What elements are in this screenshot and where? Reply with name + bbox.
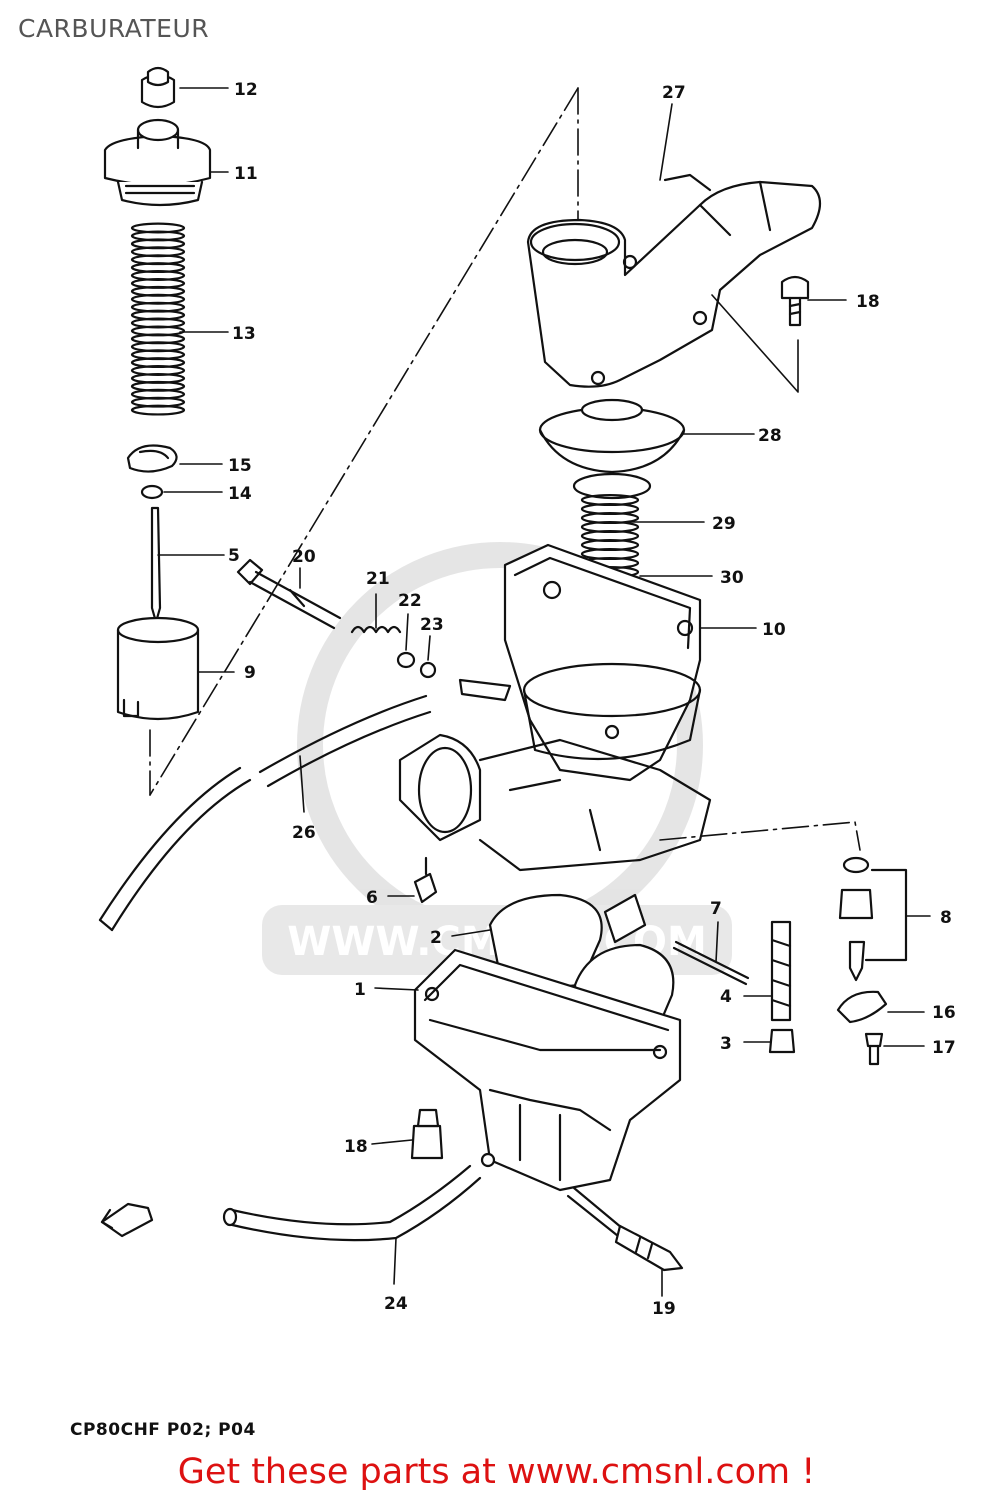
label-1[interactable]: 1: [354, 980, 366, 1000]
model-code: CP80CHF P02; P04: [70, 1420, 256, 1440]
label-23[interactable]: 23: [420, 615, 444, 635]
part-22-washer[interactable]: [396, 651, 416, 669]
part-24-drain-hose[interactable]: [222, 1152, 496, 1242]
label-30[interactable]: 30: [720, 568, 744, 588]
label-4[interactable]: 4: [720, 987, 732, 1007]
part-16-clip[interactable]: [836, 990, 888, 1024]
label-29[interactable]: 29: [712, 514, 736, 534]
label-21[interactable]: 21: [366, 569, 390, 589]
spring-coil: [130, 404, 186, 416]
label-20[interactable]: 20: [292, 547, 316, 567]
part-26-hose[interactable]: [98, 694, 432, 932]
part-29-inner-spring[interactable]: [572, 472, 652, 500]
label-7[interactable]: 7: [710, 899, 722, 919]
label-9[interactable]: 9: [244, 663, 256, 683]
part-5-needle[interactable]: [150, 506, 162, 624]
label-17[interactable]: 17: [932, 1038, 956, 1058]
label-15[interactable]: 15: [228, 456, 252, 476]
part-18-screw-upper[interactable]: [780, 275, 810, 327]
part-9-throttle-valve[interactable]: [116, 616, 200, 721]
label-3[interactable]: 3: [720, 1034, 732, 1054]
assembly-guide-lines: [149, 87, 861, 851]
part-13-spring[interactable]: [130, 222, 186, 416]
part-28-diaphragm[interactable]: [538, 398, 686, 474]
part-11-top-cap[interactable]: [103, 118, 212, 207]
part-labels: 12 11 13 15 14 5 20 21 22 23 9 26 27 18 …: [228, 80, 956, 1319]
leader-lines: [157, 87, 931, 1297]
part-12-cap[interactable]: [140, 66, 176, 109]
label-16[interactable]: 16: [932, 1003, 956, 1023]
label-10[interactable]: 10: [762, 620, 786, 640]
part-10-carb-body[interactable]: [398, 543, 712, 872]
diagram-title: CARBURATEUR: [18, 14, 210, 43]
label-28[interactable]: 28: [758, 426, 782, 446]
label-24[interactable]: 24: [384, 1294, 408, 1314]
guide-18-upper: [711, 294, 799, 393]
parts-link-banner[interactable]: Get these parts at www.cmsnl.com !: [177, 1452, 816, 1492]
label-14[interactable]: 14: [228, 484, 252, 504]
label-18-lower[interactable]: 18: [344, 1137, 368, 1157]
label-6[interactable]: 6: [366, 888, 378, 908]
fwd-arrow-icon: [100, 1202, 154, 1238]
label-12[interactable]: 12: [234, 80, 258, 100]
part-17-screw[interactable]: [864, 1032, 884, 1066]
part-21-small-spring[interactable]: [350, 625, 402, 634]
part-1-float-chamber[interactable]: [413, 948, 682, 1192]
label-26[interactable]: 26: [292, 823, 316, 843]
part-3-main-jet[interactable]: [768, 1028, 796, 1054]
part-15-clip[interactable]: [126, 444, 178, 473]
label-13[interactable]: 13: [232, 324, 256, 344]
part-4-tube[interactable]: [770, 920, 792, 1022]
label-5[interactable]: 5: [228, 546, 240, 566]
label-18-upper[interactable]: 18: [856, 292, 880, 312]
label-22[interactable]: 22: [398, 591, 422, 611]
label-2[interactable]: 2: [430, 928, 442, 948]
part-18-screw-lower[interactable]: [410, 1108, 444, 1160]
part-27-top-body[interactable]: [526, 173, 822, 388]
part-6-jet[interactable]: [413, 856, 438, 904]
label-11[interactable]: 11: [234, 164, 258, 184]
part-8-needle-valve[interactable]: [838, 856, 908, 982]
part-14-ring[interactable]: [140, 484, 164, 500]
part-20-screw[interactable]: [236, 558, 342, 630]
label-19[interactable]: 19: [652, 1299, 676, 1319]
part-19-screw[interactable]: [566, 1186, 684, 1272]
part-7-pin[interactable]: [672, 940, 750, 986]
label-8[interactable]: 8: [940, 908, 952, 928]
part-23-o-ring[interactable]: [419, 661, 437, 679]
label-27[interactable]: 27: [662, 83, 686, 103]
